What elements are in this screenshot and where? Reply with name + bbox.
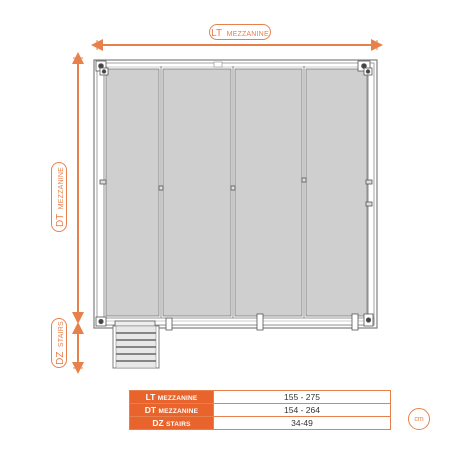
depth-label-sub: MEZZANINE bbox=[58, 166, 65, 210]
width-label-main: LT bbox=[211, 28, 223, 39]
floor-panel bbox=[234, 68, 303, 317]
dimensions-table: LT MEZZANINE 155 - 275 DT MEZZANINE 154 … bbox=[129, 390, 391, 430]
width-label: LT MEZZANINE bbox=[209, 24, 271, 40]
table-row: DT MEZZANINE 154 - 264 bbox=[129, 403, 391, 417]
stairs-label: DZ STAIRS bbox=[51, 318, 67, 368]
corner-brackets bbox=[95, 60, 374, 331]
depth-label-main: DT bbox=[55, 213, 66, 228]
row-value: 34-49 bbox=[213, 416, 391, 430]
unit-badge: cm bbox=[408, 408, 430, 430]
stairs bbox=[112, 325, 160, 369]
stairs-label-sub: STAIRS bbox=[58, 321, 65, 348]
depth-label: DT MEZZANINE bbox=[51, 162, 67, 232]
row-key: DZ STAIRS bbox=[129, 416, 214, 430]
floor-panel bbox=[305, 68, 368, 317]
width-label-sub: MEZZANINE bbox=[226, 31, 269, 38]
stairs-label-main: DZ bbox=[55, 351, 66, 365]
table-row: LT MEZZANINE 155 - 275 bbox=[129, 390, 391, 404]
row-value: 154 - 264 bbox=[213, 403, 391, 417]
floor-panel bbox=[162, 68, 232, 317]
row-key: LT MEZZANINE bbox=[129, 390, 214, 404]
floor-panel bbox=[105, 68, 160, 317]
table-row: DZ STAIRS 34-49 bbox=[129, 416, 391, 430]
floor-panels bbox=[105, 61, 368, 318]
row-value: 155 - 275 bbox=[213, 390, 391, 404]
row-key: DT MEZZANINE bbox=[129, 403, 214, 417]
